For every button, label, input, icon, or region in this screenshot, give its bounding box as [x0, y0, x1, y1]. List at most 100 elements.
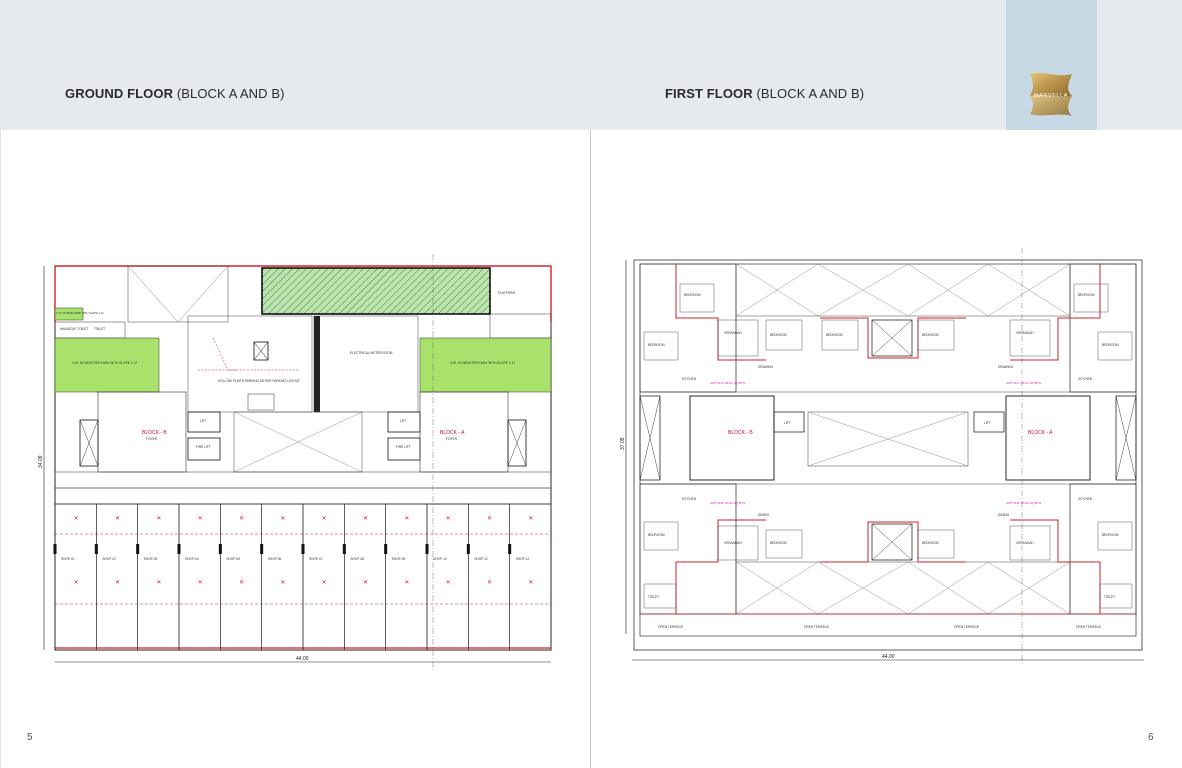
- light-point-icon: ✕: [115, 516, 120, 522]
- open-terrace-label: OPEN TERRACE: [658, 625, 683, 629]
- light-point-icon: ✕: [487, 580, 492, 586]
- svg-text:UNIT B-A / 96.02 SQ.MTS: UNIT B-A / 96.02 SQ.MTS: [710, 381, 745, 385]
- top-rooms: BEDROOM BEDROOM VERANDAH BEDROOM BEDROOM…: [643, 283, 1133, 385]
- kitchen-label: KITCHEN: [1078, 497, 1093, 501]
- page-divider: [590, 130, 591, 768]
- bottom-rooms: KITCHEN KITCHEN UNIT B-B / 96.02 SQ.MTS …: [643, 497, 1133, 609]
- shop-label: SHOP-01: [61, 557, 75, 561]
- title-sub: (BLOCK A AND B): [176, 86, 285, 101]
- block-a-foyer: FOYER: [446, 437, 458, 441]
- column: [301, 544, 305, 554]
- column: [384, 544, 388, 554]
- shop-label: SHOP-02: [102, 557, 116, 561]
- svg-text:UNIT B-B / 96.02 SQ.MTS: UNIT B-B / 96.02 SQ.MTS: [1006, 501, 1041, 505]
- shop-unit: [385, 503, 428, 651]
- shop-label: SHOP-08: [350, 557, 364, 561]
- light-point-icon: ✕: [156, 516, 161, 522]
- column: [177, 544, 181, 554]
- shop-unit: [468, 503, 510, 651]
- height-dimension: 37.09: [620, 437, 626, 450]
- kitchen-label: KITCHEN: [682, 377, 697, 381]
- lift-label: LIFT: [984, 421, 991, 425]
- lift-left-label: LIFT: [200, 419, 207, 423]
- bedroom-label: BEDROOM: [1102, 343, 1119, 347]
- light-point-icon: ✕: [528, 580, 533, 586]
- verandah-label: VERANDAH: [724, 331, 742, 335]
- open-terrace-label: OPEN TERRACE: [954, 625, 979, 629]
- light-point-icon: ✕: [446, 516, 451, 522]
- verandah-label: VERANDAH: [1016, 331, 1034, 335]
- platform-label: PLATFORM: [498, 291, 515, 295]
- shop-unit: [137, 503, 180, 651]
- brand-text: MARVELLA: [1034, 93, 1068, 99]
- page-number-right: 6: [1148, 732, 1154, 743]
- light-point-icon: ✕: [487, 516, 492, 522]
- light-point-icon: ✕: [363, 580, 368, 586]
- shop-unit: [54, 503, 97, 651]
- shop-label: SHOP-09: [392, 557, 406, 561]
- page-number-left: 5: [27, 732, 33, 743]
- first-floor-title: FIRST FLOOR (BLOCK A AND B): [665, 86, 864, 101]
- column: [342, 544, 346, 554]
- hollow-plinth-label: HOLLOW PLINTH PARKING AS PER PARKING LAY…: [218, 379, 300, 383]
- pathway-right-label: 4.00, 50 WIDE PATH WAY WITH SLOPE 1:12: [450, 361, 515, 365]
- drawing-label: DRAWING: [998, 365, 1014, 369]
- verandah-label: VERANDAH: [1016, 541, 1034, 545]
- bedroom-label: BEDROOM: [648, 343, 665, 347]
- lift-right-label: LIFT: [400, 419, 407, 423]
- handicap-toilet-label: HANDICAP TOILET: [60, 327, 88, 331]
- shop-label: SHOP-12: [516, 557, 530, 561]
- block-b-foyer: FOYER: [146, 437, 158, 441]
- first-floor-plan: 44.00 37.09 BEDROOM BEDROOM VERANDAH BED…: [620, 248, 1144, 666]
- lift-label: LIFT: [784, 421, 791, 425]
- block-b-label: BLOCK - B: [142, 430, 167, 436]
- light-point-icon: ✕: [404, 580, 409, 586]
- shop-unit: [509, 503, 552, 651]
- light-point-icon: ✕: [322, 580, 327, 586]
- shop-unit: [344, 503, 386, 651]
- shop-unit: [302, 503, 345, 651]
- shop-label: SHOP-04: [185, 557, 199, 561]
- bedroom-label: BEDROOM: [1078, 293, 1095, 297]
- light-point-icon: ✕: [280, 516, 285, 522]
- column: [466, 544, 470, 554]
- column: [260, 544, 264, 554]
- shop-unit: [261, 503, 304, 651]
- toilet-label: TOILET: [648, 595, 659, 599]
- bedroom-label: BEDROOM: [770, 333, 787, 337]
- light-point-icon: ✕: [363, 516, 368, 522]
- bedroom-label: BEDROOM: [684, 293, 701, 297]
- title-bold: FIRST FLOOR: [665, 86, 753, 101]
- light-point-icon: ✕: [280, 580, 285, 586]
- light-point-icon: ✕: [74, 516, 79, 522]
- column: [218, 544, 222, 554]
- block-a-label: BLOCK - A: [440, 430, 465, 436]
- shop-label: SHOP-06: [268, 557, 282, 561]
- column: [425, 544, 429, 554]
- light-point-icon: ✕: [74, 580, 79, 586]
- block-a-label: BLOCK - A: [1028, 430, 1053, 436]
- dining-label: DINING: [758, 513, 770, 517]
- shop-unit: [178, 503, 221, 651]
- title-sub: (BLOCK A AND B): [756, 86, 865, 101]
- shop-unit: [96, 503, 138, 651]
- toilet-label: TOILET: [94, 327, 105, 331]
- light-point-icon: ✕: [404, 516, 409, 522]
- bedroom-label: BEDROOM: [922, 333, 939, 337]
- light-point-icon: ✕: [239, 580, 244, 586]
- bedroom-label: BEDROOM: [1102, 533, 1119, 537]
- width-dimension: 44.00: [882, 654, 895, 660]
- marvella-logo: MARVELLA: [1030, 72, 1072, 116]
- toilet-label: TOILET: [1104, 595, 1115, 599]
- shop-unit: [220, 503, 262, 651]
- svg-text:UNIT B-A / 96.02 SQ.MTS: UNIT B-A / 96.02 SQ.MTS: [1006, 381, 1041, 385]
- header-bar: [0, 0, 1182, 130]
- open-terrace-label: OPEN TERRACE: [804, 625, 829, 629]
- shop-label: SHOP-03: [144, 557, 158, 561]
- shop-label: SHOP-10: [433, 557, 447, 561]
- ground-floor-title: GROUND FLOOR (BLOCK A AND B): [65, 86, 285, 101]
- light-point-icon: ✕: [198, 516, 203, 522]
- shop-label: SHOP-11: [474, 557, 488, 561]
- shop-units: SHOP-01 ✕ ✕ SHOP-02 ✕ ✕ SHOP-03 ✕ ✕ SHOP-04 ✕ ✕ SHOP…: [53, 503, 552, 651]
- ramp-label: 1:15 ,50 WIDE RAMP WITH SLOPE 1:12: [56, 311, 104, 315]
